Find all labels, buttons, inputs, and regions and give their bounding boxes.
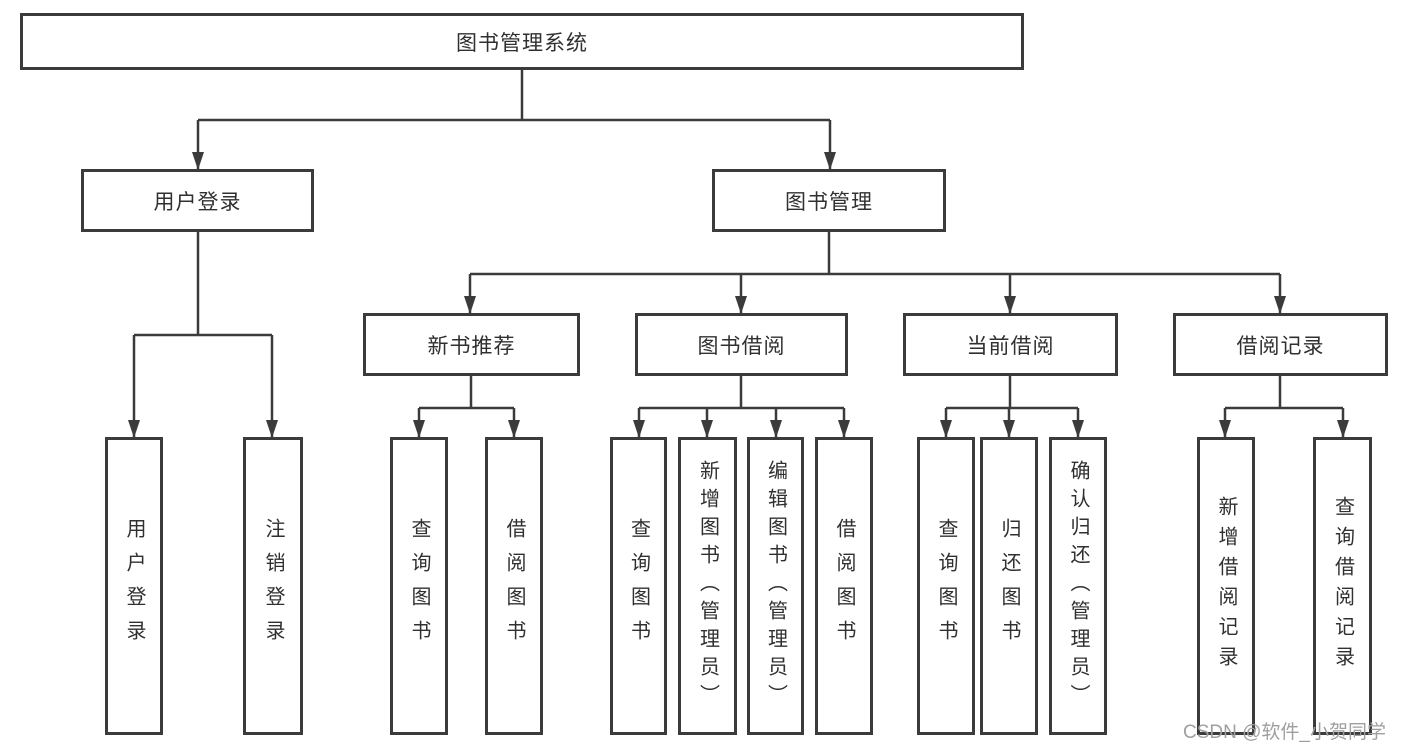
leaf-label: 查询图书 xyxy=(935,518,957,654)
connector-borrow-records-trunk xyxy=(1225,374,1343,410)
connector-user-login-trunk xyxy=(134,232,272,337)
leaf-label: 注销登录 xyxy=(262,518,284,654)
leaf-add-book-admin: 新增图书（管理员） xyxy=(678,437,737,735)
leaf-label: 编辑图书（管理员） xyxy=(764,460,787,712)
leaf-label: 查询图书 xyxy=(627,518,650,654)
node-user-login: 用户登录 xyxy=(81,169,314,232)
leaf-edit-book-admin: 编辑图书（管理员） xyxy=(747,437,804,735)
csdn-watermark: CSDN @软件_小贺同学 xyxy=(1183,722,1386,743)
leaf-user-login: 用户登录 xyxy=(105,437,163,735)
connector-new-book-recommend-trunk xyxy=(419,376,514,410)
leaf-query-books-3: 查询图书 xyxy=(917,437,975,735)
leaf-label: 查询借阅记录 xyxy=(1331,496,1354,676)
leaf-label: 借阅图书 xyxy=(503,518,525,654)
node-book-borrow: 图书借阅 xyxy=(635,313,848,376)
leaf-borrow-books-1: 借阅图书 xyxy=(485,437,543,735)
leaf-label: 新增借阅记录 xyxy=(1215,496,1237,676)
connector-book-borrow-trunk xyxy=(639,376,844,410)
leaf-label: 确认归还（管理员） xyxy=(1067,460,1089,712)
node-borrow-records: 借阅记录 xyxy=(1173,313,1388,376)
leaf-query-books-1: 查询图书 xyxy=(390,437,448,735)
connector-current-borrow-trunk xyxy=(946,376,1078,410)
node-current-borrow: 当前借阅 xyxy=(903,313,1118,376)
leaf-add-borrow-record: 新增借阅记录 xyxy=(1197,437,1255,735)
connector-root-trunk xyxy=(198,70,830,122)
leaf-query-borrow-record: 查询借阅记录 xyxy=(1313,437,1372,735)
leaf-return-books: 归还图书 xyxy=(980,437,1038,735)
node-root: 图书管理系统 xyxy=(20,13,1024,70)
leaf-borrow-books-2: 借阅图书 xyxy=(815,437,873,735)
leaf-confirm-return-admin: 确认归还（管理员） xyxy=(1049,437,1107,735)
connector-book-management-trunk xyxy=(470,232,1280,276)
leaf-query-books-2: 查询图书 xyxy=(610,437,667,735)
leaf-label: 查询图书 xyxy=(408,518,430,654)
leaf-logout: 注销登录 xyxy=(243,437,303,735)
leaf-label: 归还图书 xyxy=(998,518,1020,654)
node-new-book-recommend: 新书推荐 xyxy=(363,313,580,376)
leaf-label: 借阅图书 xyxy=(833,518,855,654)
leaf-label: 新增图书（管理员） xyxy=(696,460,719,712)
leaf-label: 用户登录 xyxy=(123,518,145,654)
node-book-management: 图书管理 xyxy=(712,169,946,232)
